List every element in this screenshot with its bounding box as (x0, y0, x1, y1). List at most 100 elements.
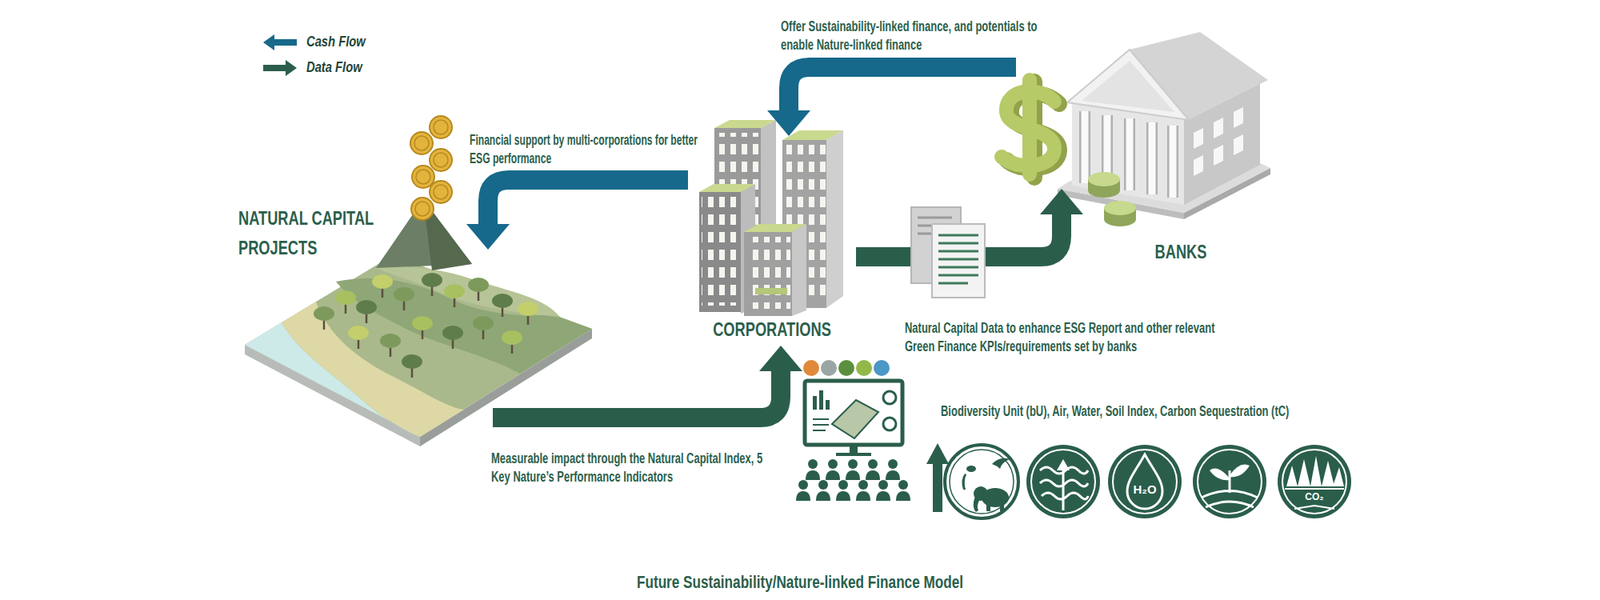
art-path (1294, 505, 1335, 509)
art-rect (744, 232, 792, 316)
art-group (1084, 111, 1173, 198)
art-polygon (792, 224, 807, 316)
art-polygon (1081, 60, 1175, 112)
art-use (348, 325, 369, 349)
art-use (896, 480, 911, 501)
art-use (372, 274, 393, 298)
flow-band (492, 369, 781, 418)
legend-arrow (263, 34, 297, 51)
bank-building (1057, 32, 1271, 220)
art-rect (836, 452, 872, 456)
art-polygon (714, 120, 776, 128)
arrow-head (767, 110, 811, 136)
art-use (1213, 144, 1224, 166)
art-path (961, 473, 967, 490)
art-polygon (1056, 459, 1070, 471)
art-circle (949, 449, 1014, 514)
art-use (501, 330, 523, 354)
art-polygon (1067, 49, 1189, 120)
art-rect (812, 396, 817, 410)
node-label: BANKS (1138, 236, 1224, 267)
art-use (876, 480, 891, 501)
flow-band (488, 180, 688, 226)
art-use (472, 316, 494, 340)
art-group (961, 458, 1010, 512)
art-use (444, 284, 465, 308)
art-polygon (1297, 459, 1311, 487)
legend-label: Data Flow (306, 57, 363, 77)
indicator-icons (926, 443, 1352, 519)
art-circle (416, 169, 431, 184)
art-polygon (1332, 467, 1344, 487)
art-use (517, 301, 539, 325)
indicator-list: Biodiversity Unit (bU), Air, Water, Soil… (940, 402, 1289, 421)
art-use (865, 459, 880, 480)
art-polygon (826, 130, 844, 308)
art-use (885, 459, 900, 480)
flow-label: Measurable impact through the Natural Ca… (491, 449, 774, 487)
art-circle (1197, 449, 1262, 514)
flow-label: Natural Capital Data to enhance ESG Repo… (904, 319, 1245, 356)
art-polygon (1321, 460, 1335, 487)
art-rect (804, 380, 903, 445)
art-circle (873, 360, 890, 376)
art-path (812, 419, 829, 431)
art-group (1040, 467, 1088, 511)
legend-swatch (263, 34, 297, 51)
art-path (281, 301, 464, 437)
dollar-sign (1001, 80, 1060, 178)
art-path (973, 496, 980, 512)
art-path (1084, 111, 1173, 198)
art-rect (755, 288, 788, 295)
project-node: NATURAL CAPITAL PROJECTS (238, 249, 493, 442)
art-polygon (926, 443, 949, 464)
flow-arrow (466, 180, 688, 250)
art-polygon (1072, 102, 1184, 205)
art-path (1084, 111, 1173, 198)
art-polygon (699, 184, 756, 192)
art-path (938, 235, 979, 284)
coin-marks (414, 120, 448, 216)
art-circle (1031, 449, 1096, 514)
art-path (336, 278, 592, 374)
art-circle (429, 148, 452, 172)
art-use (412, 316, 433, 340)
art-rect (1000, 502, 1004, 512)
art-use (393, 287, 415, 311)
art-path (992, 458, 1010, 469)
art-group (812, 419, 829, 431)
art-circle (838, 360, 855, 376)
flow-band (788, 67, 1016, 112)
art-ellipse (966, 465, 976, 472)
corporation-buildings (699, 120, 844, 316)
art-circle (1026, 444, 1100, 519)
art-rect (932, 224, 985, 298)
diagram-caption: Future Sustainability/Nature-linked Fina… (176, 571, 1424, 594)
art-use (816, 480, 831, 501)
art-use (856, 480, 871, 501)
coin-stack (410, 116, 452, 220)
art-circle (412, 165, 435, 188)
art-polygon (1310, 456, 1322, 487)
art-path (1127, 454, 1163, 509)
art-rect (825, 400, 830, 410)
legend-swatch (263, 60, 297, 76)
art-use (1193, 155, 1204, 176)
art-path (1209, 464, 1250, 481)
art-use (442, 325, 464, 349)
arrow-head (1040, 188, 1084, 215)
art-use (1233, 107, 1244, 128)
art-use (380, 333, 401, 357)
art-circle (415, 201, 430, 216)
art-use (805, 459, 820, 480)
art-use (401, 354, 423, 378)
art-rect (819, 390, 824, 410)
document-icon (911, 207, 985, 298)
flow-label: Financial support by multi-corporations … (469, 131, 701, 168)
carbon-symbol: CO₂ (1290, 491, 1339, 504)
art-group (1286, 456, 1344, 487)
art-circle (1282, 449, 1347, 514)
